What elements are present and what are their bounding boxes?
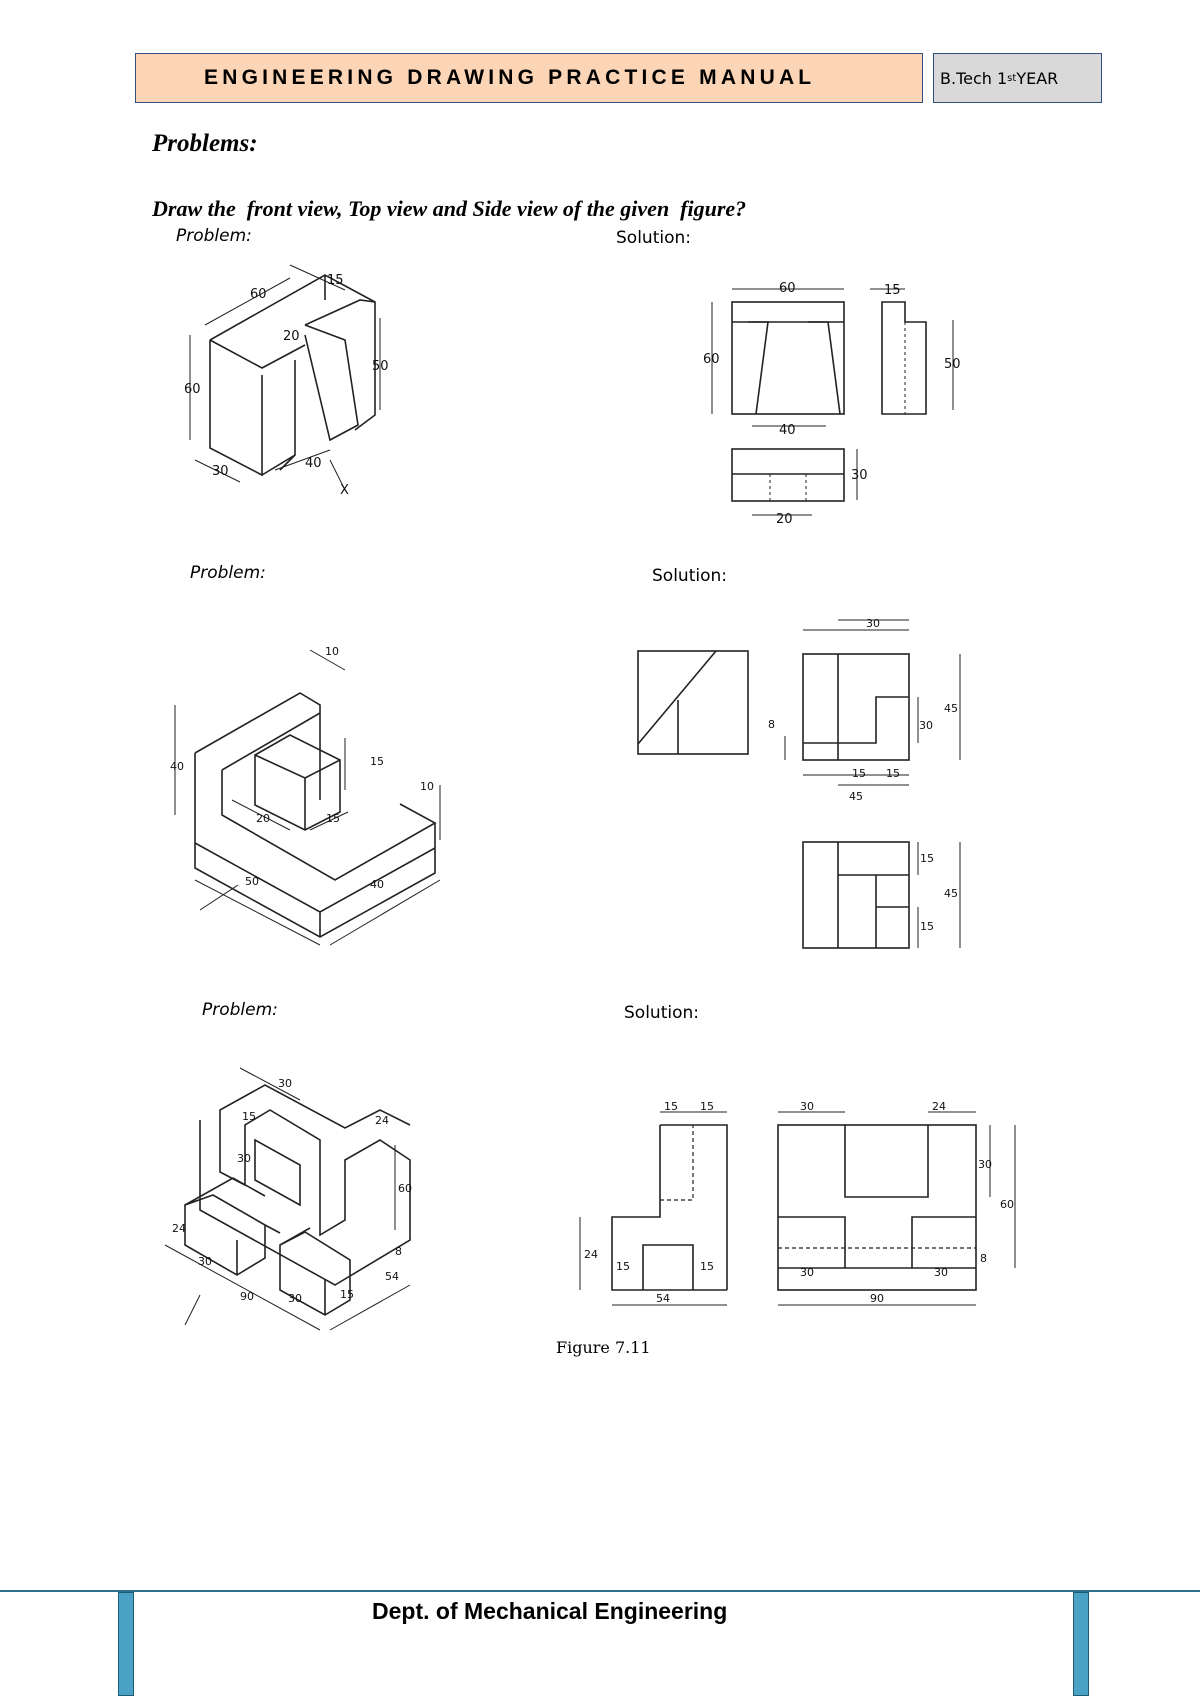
dim-label: 40 xyxy=(170,760,184,773)
dim-label: 8 xyxy=(980,1252,987,1265)
footer-divider xyxy=(0,1590,1200,1592)
manual-title: ENGINEERING DRAWING PRACTICE MANUAL xyxy=(135,53,923,103)
dim-label: 90 xyxy=(870,1292,884,1305)
dim-label: 30 xyxy=(278,1077,292,1090)
figure-caption: Figure 7.11 xyxy=(556,1338,651,1357)
dim-label: 60 xyxy=(779,281,796,296)
dim-label: 24 xyxy=(172,1222,186,1235)
dim-label: 45 xyxy=(944,887,958,900)
dim-label: 15 xyxy=(920,852,934,865)
dim-label: 40 xyxy=(779,423,796,438)
dim-label: 15 xyxy=(616,1260,630,1273)
dim-label: 45 xyxy=(849,790,863,803)
dim-label: 15 xyxy=(242,1110,256,1123)
dim-label: X xyxy=(340,483,349,498)
dim-label: 10 xyxy=(420,780,434,793)
dim-label: 30 xyxy=(800,1100,814,1113)
dim-label: 50 xyxy=(245,875,259,888)
problem-3-solution xyxy=(579,1111,1016,1306)
solution-3-label: Solution: xyxy=(624,1003,699,1023)
dim-label: 30 xyxy=(978,1158,992,1171)
dim-label: 30 xyxy=(288,1292,302,1305)
dim-label: 30 xyxy=(198,1255,212,1268)
problem-2-label: Problem: xyxy=(190,563,266,583)
dim-label: 30 xyxy=(934,1266,948,1279)
dim-label: 15 xyxy=(327,273,344,288)
solution-1-label: Solution: xyxy=(616,228,691,248)
dim-label: 90 xyxy=(240,1290,254,1303)
dim-label: 15 xyxy=(852,767,866,780)
dim-label: 45 xyxy=(944,702,958,715)
dim-label: 8 xyxy=(768,718,775,731)
footer-right-bar xyxy=(1073,1592,1089,1696)
dim-label: 15 xyxy=(700,1260,714,1273)
instruction-text: Draw the front view, Top view and Side v… xyxy=(152,196,747,221)
dim-label: 30 xyxy=(800,1266,814,1279)
solution-2-label: Solution: xyxy=(652,566,727,586)
dim-label: 24 xyxy=(584,1248,598,1261)
dim-label: 54 xyxy=(385,1270,399,1283)
dim-label: 15 xyxy=(920,920,934,933)
dim-label: 60 xyxy=(250,287,267,302)
dim-label: 60 xyxy=(703,352,720,367)
dim-label: 15 xyxy=(370,755,384,768)
dim-label: 54 xyxy=(656,1292,670,1305)
section-heading: Problems: xyxy=(152,130,258,157)
problem-3-isometric xyxy=(164,1067,411,1331)
dim-label: 60 xyxy=(1000,1198,1014,1211)
dim-label: 15 xyxy=(700,1100,714,1113)
footer-department: Dept. of Mechanical Engineering xyxy=(372,1598,728,1624)
dim-label: 20 xyxy=(256,812,270,825)
dim-label: 15 xyxy=(340,1288,354,1301)
dim-label: 50 xyxy=(372,359,389,374)
dim-label: 20 xyxy=(283,329,300,344)
dim-label: 15 xyxy=(664,1100,678,1113)
dim-label: 30 xyxy=(212,464,229,479)
dim-label: 15 xyxy=(886,767,900,780)
problem-1-label: Problem: xyxy=(176,226,252,246)
problem-2-isometric xyxy=(174,649,441,946)
dim-label: 30 xyxy=(866,617,880,630)
problem-3-label: Problem: xyxy=(202,1000,278,1020)
dim-label: 30 xyxy=(237,1152,251,1165)
dim-label: 20 xyxy=(776,512,793,527)
dim-label: 40 xyxy=(370,878,384,891)
dim-label: 60 xyxy=(184,382,201,397)
dim-label: 40 xyxy=(305,456,322,471)
dim-label: 50 xyxy=(944,357,961,372)
dim-label: 15 xyxy=(884,283,901,298)
dim-label: 24 xyxy=(375,1114,389,1127)
dim-label: 15 xyxy=(326,812,340,825)
dim-label: 30 xyxy=(919,719,933,732)
dim-label: 8 xyxy=(395,1245,402,1258)
problem-1-solution xyxy=(711,288,954,516)
dim-label: 10 xyxy=(325,645,339,658)
problem-1-isometric xyxy=(189,264,381,491)
dim-label: 24 xyxy=(932,1100,946,1113)
problem-2-solution xyxy=(637,619,961,949)
footer-left-bar xyxy=(118,1592,134,1696)
dim-label: 60 xyxy=(398,1182,412,1195)
dim-label: 30 xyxy=(851,468,868,483)
